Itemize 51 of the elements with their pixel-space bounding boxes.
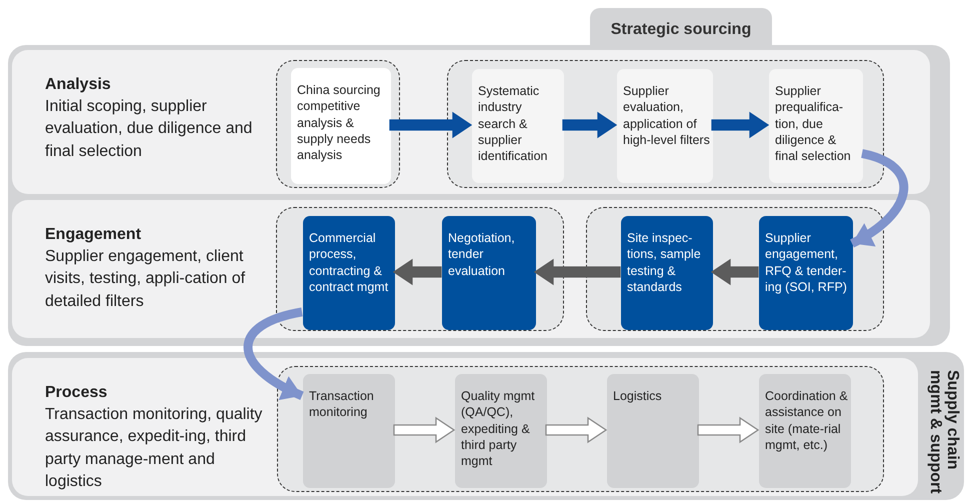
step-text: Supplier evaluation, application of high-level filters <box>623 83 710 148</box>
step-text: Supplier engagement, RFQ & tender-ing (SOI, RFP) <box>765 230 848 295</box>
block-arrow <box>389 112 472 138</box>
block-arrow <box>711 112 770 138</box>
process-step-box <box>303 216 395 330</box>
stage-heading: Engagement <box>45 226 142 244</box>
block-arrow <box>534 258 621 286</box>
process-step-box <box>607 374 699 488</box>
step-text: Coordination & assistance on site (mate-rial mgmt, etc.) <box>765 388 848 453</box>
hollow-arrow <box>545 416 608 444</box>
process-step-box <box>759 216 853 330</box>
process-step-box <box>291 68 391 184</box>
hollow-arrow <box>697 416 760 444</box>
dashed-group-frame <box>586 207 884 331</box>
block-arrow <box>710 258 759 286</box>
stage-band <box>12 50 930 194</box>
stage-description: Supplier engagement, client visits, testing, appli-cation of detailed filters <box>45 247 246 312</box>
step-text: Systematic industry search & supplier identification <box>478 83 548 164</box>
stage-band <box>12 358 918 496</box>
stage-band <box>12 200 930 338</box>
block-arrow <box>562 112 618 138</box>
process-step-box <box>617 69 713 183</box>
step-text: Site inspec-tions, sample testing & standards <box>627 230 702 295</box>
process-step-box <box>472 69 564 183</box>
step-text: Logistics <box>613 388 663 404</box>
step-text: China sourcing competitive analysis & supply needs analysis <box>297 82 382 164</box>
step-text: Negotiation, tender evaluation <box>448 230 516 279</box>
curved-arrow <box>850 149 908 248</box>
hollow-arrow <box>393 416 456 444</box>
step-text: Quality mgmt (QA/QC), expediting & third party mgmt <box>461 388 536 470</box>
section-title: Strategic sourcing <box>610 21 752 39</box>
block-arrow <box>392 258 442 286</box>
dashed-group-frame <box>276 207 564 331</box>
process-step-box <box>621 216 713 330</box>
process-step-box <box>303 374 395 488</box>
process-step-box <box>455 374 547 488</box>
process-step-box <box>759 374 851 488</box>
stage-heading: Process <box>45 384 108 402</box>
section-title: Supply chain mgmt & support <box>926 370 960 494</box>
step-text: Supplier prequalifica-tion, due diligence & final selection <box>775 83 852 164</box>
stage-heading: Analysis <box>45 76 112 94</box>
stage-description: Initial scoping, supplier evaluation, due diligence and final selection <box>45 97 254 162</box>
curved-arrow <box>244 308 304 400</box>
step-text: Commercial process, contracting & contract mgmt <box>309 230 390 295</box>
dashed-group-frame <box>276 60 400 188</box>
process-step-box <box>442 216 536 330</box>
dashed-group-frame <box>277 366 884 492</box>
stage-description: Transaction monitoring, quality assurance, expedit-ing, third party manage-ment and logistics <box>45 405 264 492</box>
step-text: Transaction monitoring <box>309 388 375 420</box>
process-step-box <box>769 69 863 183</box>
dashed-group-frame <box>447 60 884 188</box>
